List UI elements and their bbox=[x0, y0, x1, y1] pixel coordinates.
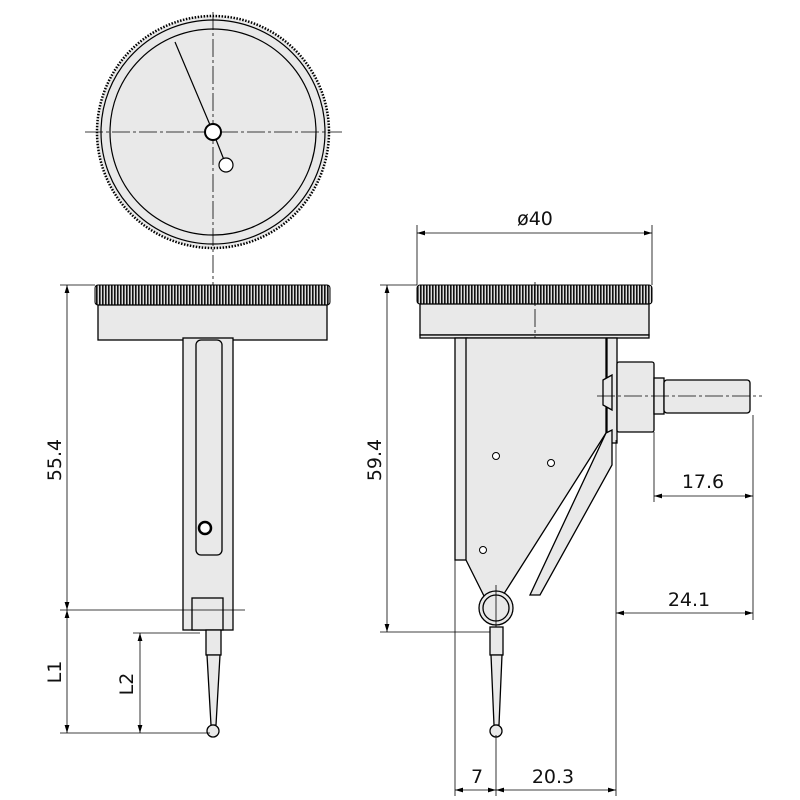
dim-17-6: 17.6 bbox=[682, 471, 724, 493]
front-body bbox=[94, 284, 331, 738]
front-dimensions: 55.4 L1 L2 bbox=[44, 284, 245, 734]
dim-59-4: 59.4 bbox=[364, 439, 386, 481]
dim-l1: L1 bbox=[44, 661, 66, 684]
dim-l2: L2 bbox=[116, 673, 138, 696]
dial-face-view bbox=[85, 12, 342, 630]
dim-24-1: 24.1 bbox=[668, 589, 710, 611]
dim-diameter-40: ø40 bbox=[517, 208, 553, 230]
dim-7: 7 bbox=[471, 766, 483, 788]
dim-20-3: 20.3 bbox=[532, 766, 574, 788]
side-dimensions: ø40 59.4 17.6 24.1 7 20.3 bbox=[364, 208, 754, 796]
side-view bbox=[416, 282, 762, 738]
dim-55-4: 55.4 bbox=[44, 439, 66, 481]
